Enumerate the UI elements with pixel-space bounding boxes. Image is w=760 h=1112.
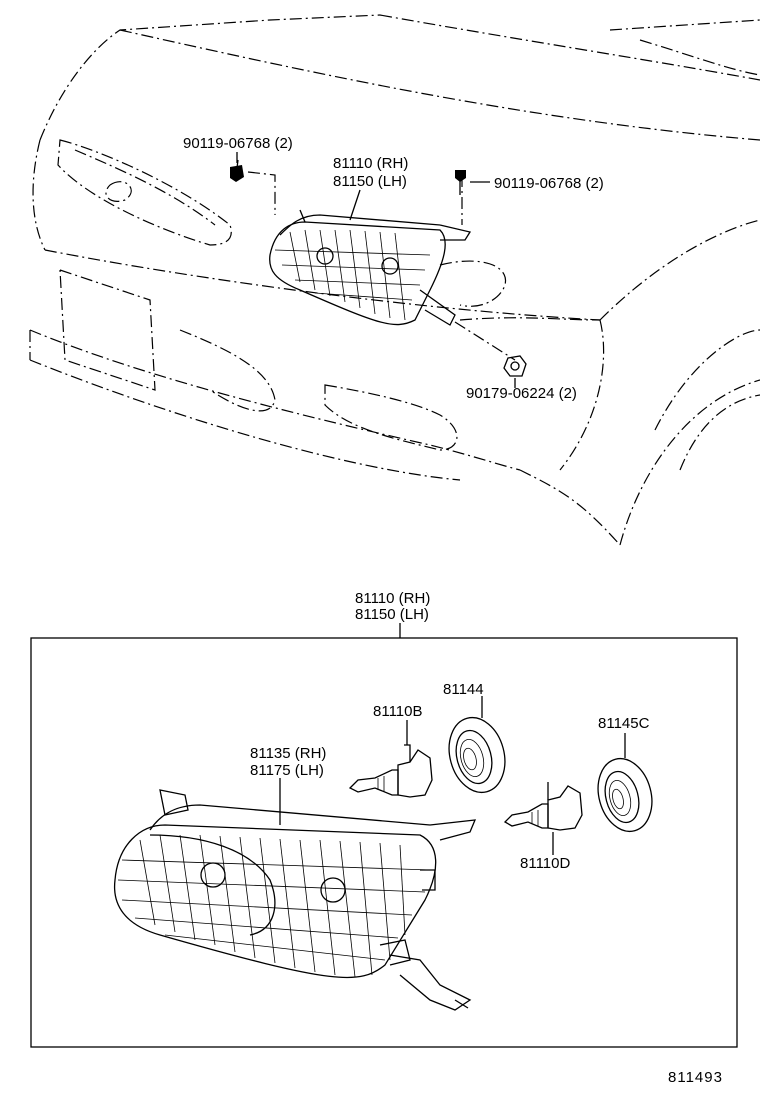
label-socket: 81144 [443,681,484,698]
exploded-view-frame [30,637,738,1048]
bolt-left-icon [230,159,244,182]
socket-81144-icon [448,716,506,794]
label-unit-rh: 81135 (RH) [250,745,326,762]
leader-lines-upper [236,152,516,388]
bulb-81110b-icon [348,744,433,798]
nut-icon [503,355,527,377]
headlight-assembly-installed [269,209,472,326]
label-assy-box-lh: 81150 (LH) [355,606,429,623]
socket-81145c-icon [597,757,653,833]
label-bulb-b: 81110B [373,703,423,720]
bulb-81110d-icon [503,782,583,831]
label-assy-box-rh: 81110 (RH) [355,590,430,607]
bolt-right-icon [455,170,466,195]
label-assy-top-lh: 81150 (LH) [333,173,407,190]
label-bolt-right: 90119-06768 (2) [494,175,604,192]
reference-number: 811493 [668,1069,723,1086]
label-socket-c: 81145C [598,715,650,732]
headlight-unit [113,789,477,1011]
label-nut: 90179-06224 (2) [466,385,577,402]
label-unit-lh: 81175 (LH) [250,762,324,779]
label-assy-top-rh: 81110 (RH) [333,155,408,172]
car-front-outline [29,14,760,546]
label-bolt-left: 90119-06768 (2) [183,135,293,152]
label-bulb-d: 81110D [520,855,570,872]
